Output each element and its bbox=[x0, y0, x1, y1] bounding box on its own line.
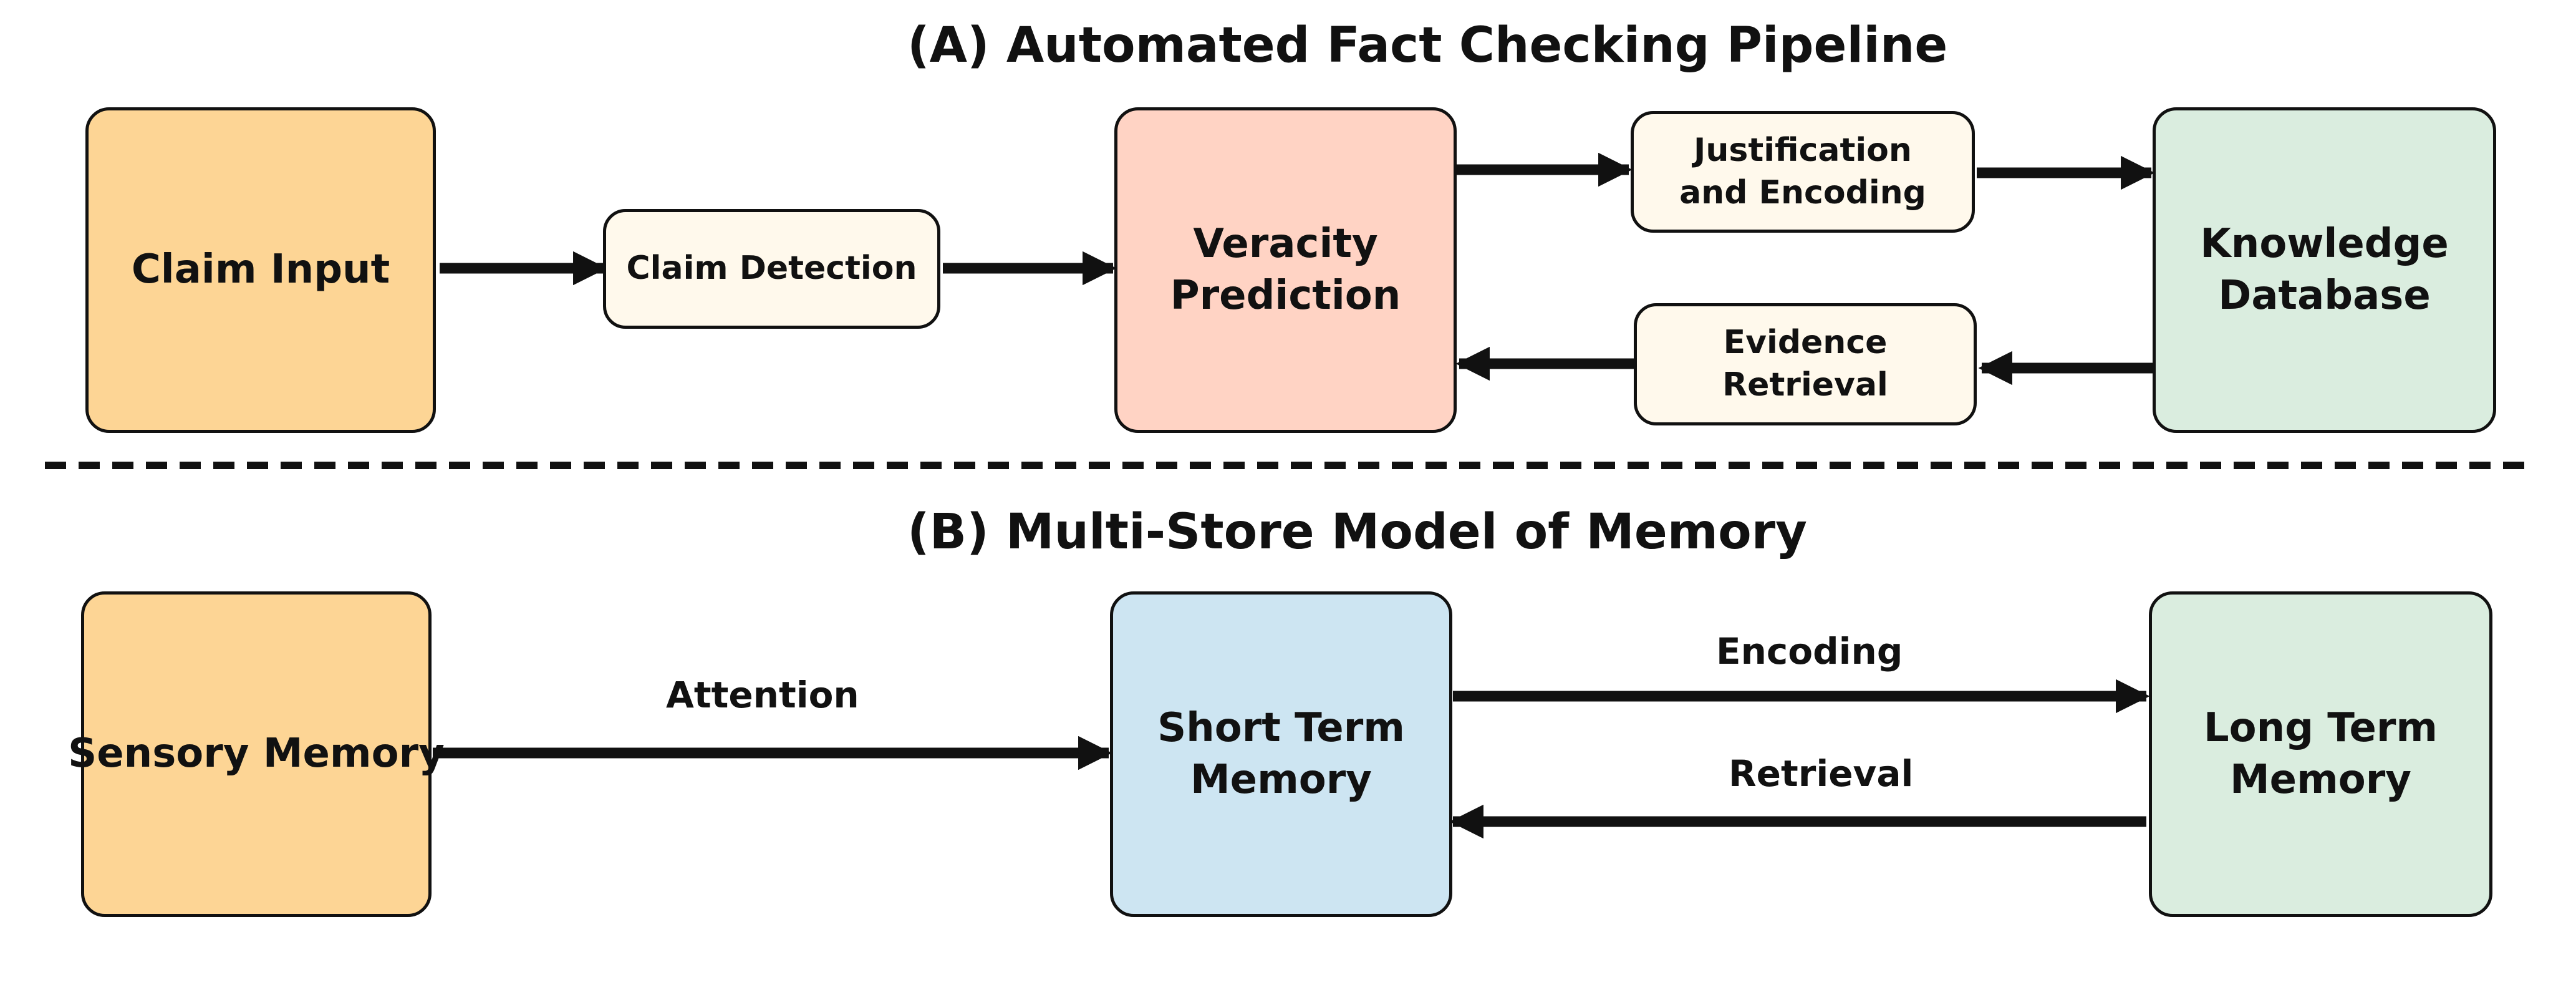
node-veracity-prediction: Veracity Prediction bbox=[1114, 107, 1457, 433]
node-knowledge-database-label: Knowledge Database bbox=[2200, 220, 2449, 319]
node-short-term-memory: Short Term Memory bbox=[1110, 591, 1452, 917]
node-knowledge-database: Knowledge Database bbox=[2153, 107, 2496, 433]
panel-a-title: (A) Automated Fact Checking Pipeline bbox=[907, 17, 1948, 74]
node-short-term-memory-label: Short Term Memory bbox=[1157, 704, 1405, 803]
panel-b-title: (B) Multi-Store Model of Memory bbox=[907, 504, 1807, 560]
node-justification-encoding: Justification and Encoding bbox=[1631, 111, 1975, 233]
node-evidence-retrieval-label: Evidence Retrieval bbox=[1722, 324, 1888, 404]
node-veracity-prediction-label: Veracity Prediction bbox=[1170, 220, 1401, 319]
edge-label-encoding: Encoding bbox=[1716, 630, 1903, 672]
node-evidence-retrieval: Evidence Retrieval bbox=[1634, 303, 1977, 425]
node-claim-detection-label: Claim Detection bbox=[626, 250, 917, 288]
node-sensory-memory: Sensory Memory bbox=[68, 591, 445, 917]
node-claim-detection: Claim Detection bbox=[603, 209, 940, 329]
node-long-term-memory-label: Long Term Memory bbox=[2203, 704, 2438, 803]
node-claim-input-label: Claim Input bbox=[131, 246, 390, 293]
edge-label-retrieval: Retrieval bbox=[1729, 752, 1914, 795]
node-claim-input: Claim Input bbox=[85, 107, 436, 433]
node-justification-encoding-label: Justification and Encoding bbox=[1679, 131, 1926, 211]
edge-label-attention: Attention bbox=[666, 674, 859, 716]
node-sensory-memory-label: Sensory Memory bbox=[68, 731, 445, 777]
node-long-term-memory: Long Term Memory bbox=[2149, 591, 2492, 917]
